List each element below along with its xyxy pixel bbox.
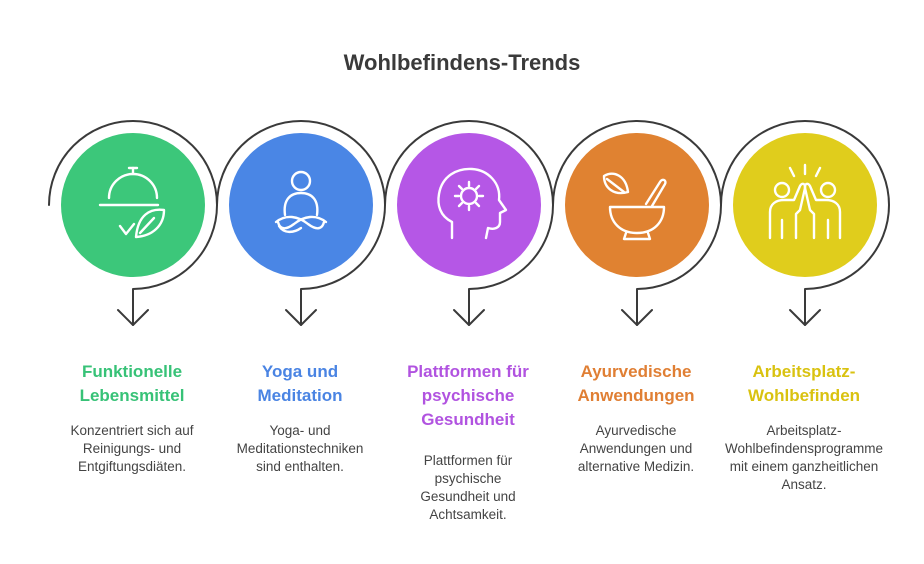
ring-2: [384, 120, 554, 326]
arrow-down-icon: [285, 309, 317, 326]
trend-description: Yoga- und Meditationstechniken sind enth…: [236, 423, 364, 474]
diagram-title: Wohlbefindens-Trends: [343, 50, 581, 75]
trend-description: Plattformen für psychische Gesundheit un…: [420, 453, 516, 522]
trend-heading: Yoga und Meditation: [257, 362, 343, 405]
trend-column: Plattformen für psychische Gesundheit Pl…: [383, 360, 553, 524]
circle-1: [229, 133, 373, 277]
ring-3: [552, 120, 722, 326]
trend-column: Arbeitsplatz- Wohlbefinden Arbeitsplatz-…: [719, 360, 889, 494]
circle-4: [733, 133, 877, 277]
trend-column: Ayurvedische Anwendungen Ayurvedische An…: [551, 360, 721, 476]
head-gear-icon: [437, 167, 508, 240]
trend-description: Arbeitsplatz- Wohlbefindensprogramme mit…: [724, 423, 884, 492]
meditation-person-icon: [274, 170, 328, 234]
ring-1: [216, 120, 386, 326]
arrow-down-icon: [789, 309, 821, 326]
food-cloche-leaf-icon: [98, 166, 166, 239]
trend-heading: Ayurvedische Anwendungen: [577, 362, 695, 405]
trend-heading: Funktionelle Lebensmittel: [79, 362, 185, 405]
arrow-down-icon: [453, 309, 485, 326]
arrow-down-icon: [621, 309, 653, 326]
high-five-icon: [768, 163, 842, 240]
trend-heading: Arbeitsplatz- Wohlbefinden: [747, 362, 861, 405]
trend-heading: Plattformen für psychische Gesundheit: [407, 362, 529, 429]
mortar-pestle-leaf-icon: [602, 172, 667, 241]
arrow-down-icon: [117, 309, 149, 326]
ring-4: [720, 120, 890, 326]
trend-description: Konzentriert sich auf Reinigungs- und En…: [70, 423, 194, 474]
trend-column: Yoga und Meditation Yoga- und Meditation…: [215, 360, 385, 476]
circle-3: [565, 133, 709, 277]
trend-description: Ayurvedische Anwendungen und alternative…: [577, 423, 695, 474]
trend-column: Funktionelle Lebensmittel Konzentriert s…: [47, 360, 217, 476]
ring-0: [48, 120, 218, 326]
